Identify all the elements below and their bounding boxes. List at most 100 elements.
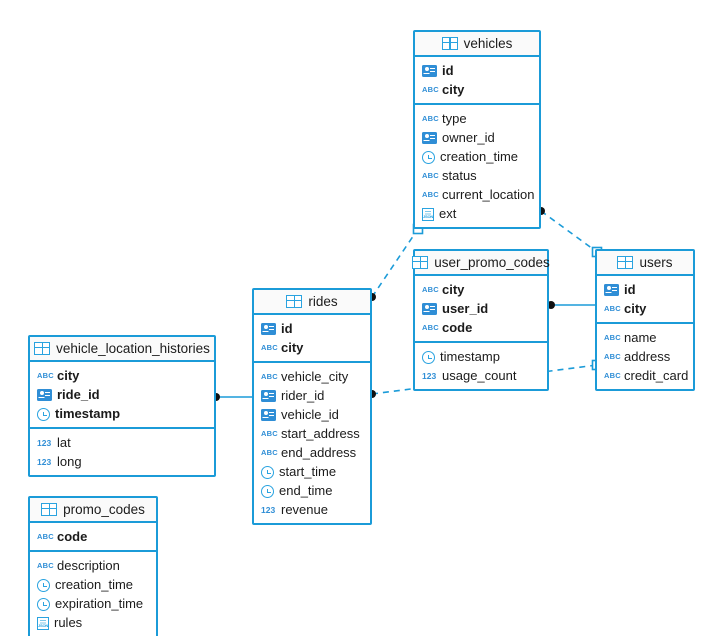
column-name: creation_time <box>440 149 519 164</box>
column-row[interactable]: 123 revenue <box>254 500 370 519</box>
table-header[interactable]: vehicles <box>415 32 539 57</box>
table-header[interactable]: promo_codes <box>30 498 156 523</box>
column-name: vehicle_city <box>281 369 349 384</box>
abc-string-icon: ABC <box>604 351 621 361</box>
123-number-icon: 123 <box>422 370 437 381</box>
column-row[interactable]: rules <box>30 613 156 632</box>
table-grid-icon <box>617 256 634 269</box>
table-grid-icon <box>441 37 458 50</box>
column-name: rider_id <box>281 388 325 403</box>
column-name: long <box>57 454 82 469</box>
abc-string-icon: ABC <box>422 189 439 199</box>
column-name: start_time <box>279 464 337 479</box>
abc-string-icon: ABC <box>261 447 278 457</box>
column-row[interactable]: owner_id <box>415 128 539 147</box>
column-row[interactable]: id <box>597 280 693 299</box>
column-row[interactable]: timestamp <box>30 404 214 423</box>
column-row[interactable]: expiration_time <box>30 594 156 613</box>
column-name: owner_id <box>442 130 495 145</box>
relationship-user-promo-codes-to-users[interactable] <box>547 301 595 309</box>
column-row[interactable]: creation_time <box>415 147 539 166</box>
table-header[interactable]: vehicle_location_histories <box>30 337 214 362</box>
column-row[interactable]: timestamp <box>415 347 547 366</box>
column-name: status <box>442 168 477 183</box>
123-number-icon: 123 <box>261 504 276 515</box>
id-card-icon <box>261 322 276 335</box>
column-row[interactable]: rider_id <box>254 386 370 405</box>
column-row[interactable]: ride_id <box>30 385 214 404</box>
column-row[interactable]: id <box>254 319 370 338</box>
column-row[interactable]: id <box>415 61 539 80</box>
123-number-icon: 123 <box>37 456 52 467</box>
column-row[interactable]: vehicle_id <box>254 405 370 424</box>
column-row[interactable]: end_time <box>254 481 370 500</box>
123-number-icon: 123 <box>37 437 52 448</box>
column-name: id <box>281 321 293 336</box>
column-name: revenue <box>281 502 328 517</box>
column-row[interactable]: creation_time <box>30 575 156 594</box>
relationship-vehicle-location-histories-to-rides[interactable] <box>212 393 252 401</box>
clock-timestamp-icon <box>37 597 50 611</box>
column-name: code <box>57 529 88 544</box>
table-header[interactable]: user_promo_codes <box>412 251 550 276</box>
id-card-icon <box>422 302 437 315</box>
column-row[interactable]: user_id <box>415 299 547 318</box>
id-card-icon <box>422 131 437 144</box>
column-row[interactable]: ext <box>415 204 539 223</box>
column-name: expiration_time <box>55 596 144 611</box>
clock-timestamp-icon <box>261 484 274 498</box>
table-grid-icon <box>286 295 303 308</box>
abc-string-icon: ABC <box>422 284 439 294</box>
abc-string-icon: ABC <box>604 303 621 313</box>
abc-string-icon: ABC <box>37 531 54 541</box>
abc-string-icon: ABC <box>261 342 278 352</box>
column-row[interactable]: start_time <box>254 462 370 481</box>
column-row[interactable]: 123 long <box>30 452 214 471</box>
column-name: address <box>624 349 671 364</box>
abc-string-icon: ABC <box>261 371 278 381</box>
column-name: credit_card <box>624 368 689 383</box>
json-document-icon <box>37 616 49 630</box>
clock-timestamp-icon <box>422 150 435 164</box>
table-header[interactable]: users <box>597 251 693 276</box>
table-grid-icon <box>41 503 58 516</box>
column-name: user_id <box>442 301 489 316</box>
column-name: city <box>57 368 80 383</box>
column-name: start_address <box>281 426 360 441</box>
table-title: promo_codes <box>63 502 145 517</box>
column-name: ext <box>439 206 457 221</box>
table-header[interactable]: rides <box>254 290 370 315</box>
column-name: description <box>57 558 120 573</box>
